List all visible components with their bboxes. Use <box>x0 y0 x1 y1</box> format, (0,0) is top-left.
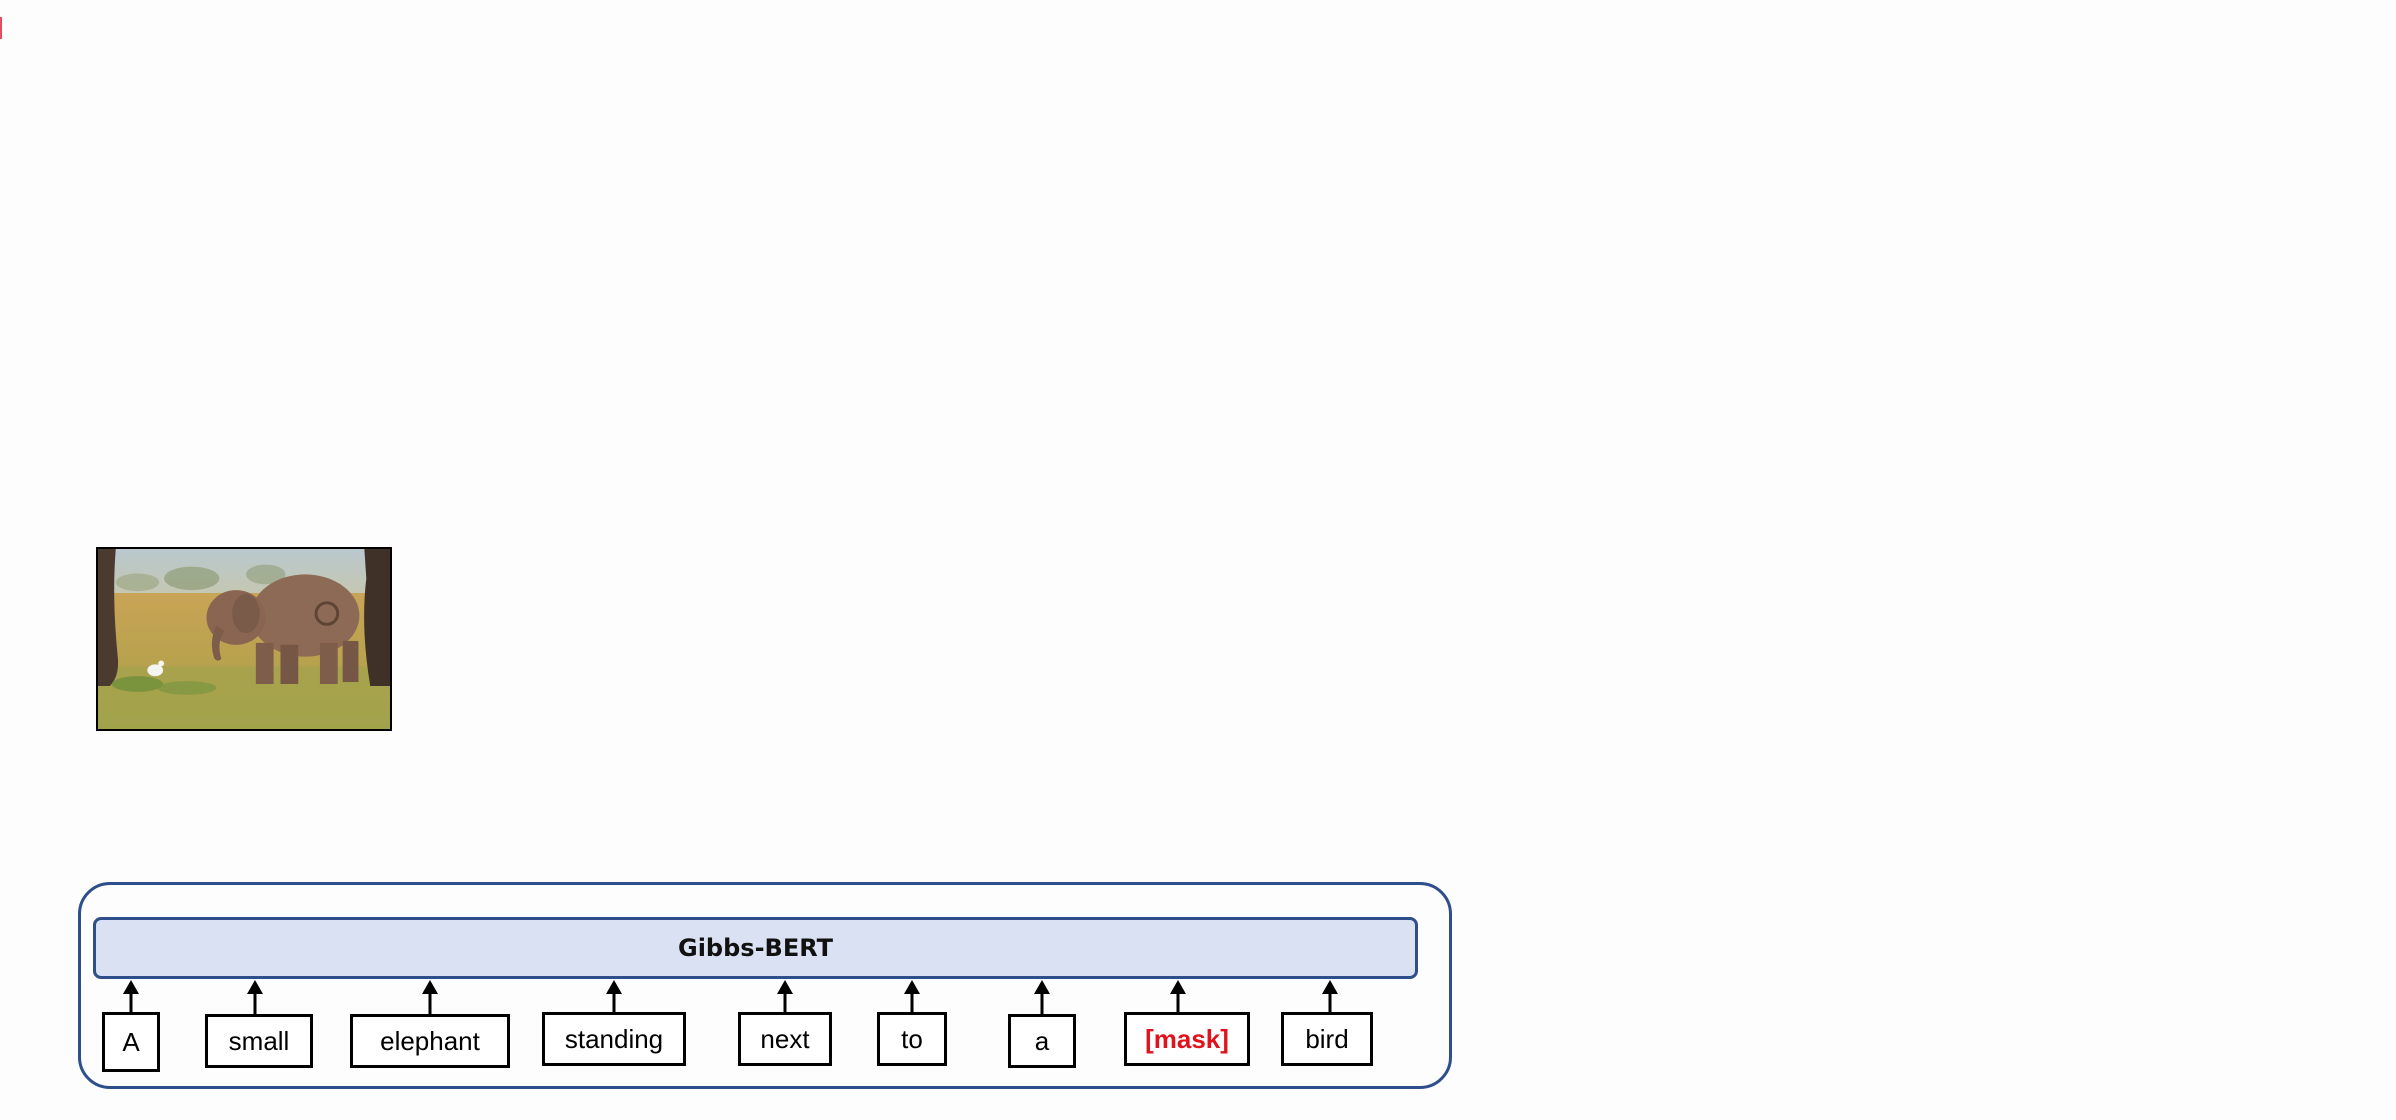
gibbs-bert-block: Gibbs-BERT <box>93 917 1418 979</box>
model-container-frame <box>78 882 1452 1089</box>
token-a: a <box>1008 1014 1076 1068</box>
token-bird: bird <box>1281 1012 1373 1066</box>
token-next: next <box>738 1012 832 1066</box>
corner-mark <box>0 17 2 39</box>
elephant-photo-illustration <box>98 549 390 729</box>
token-standing: standing <box>542 1012 686 1066</box>
token-small: small <box>205 1014 313 1068</box>
token-a: A <box>102 1012 160 1072</box>
token-mask: [mask] <box>1124 1012 1250 1066</box>
model-label: Gibbs-BERT <box>678 934 833 962</box>
input-image <box>96 547 392 731</box>
token-elephant: elephant <box>350 1014 510 1068</box>
token-to: to <box>877 1012 947 1066</box>
